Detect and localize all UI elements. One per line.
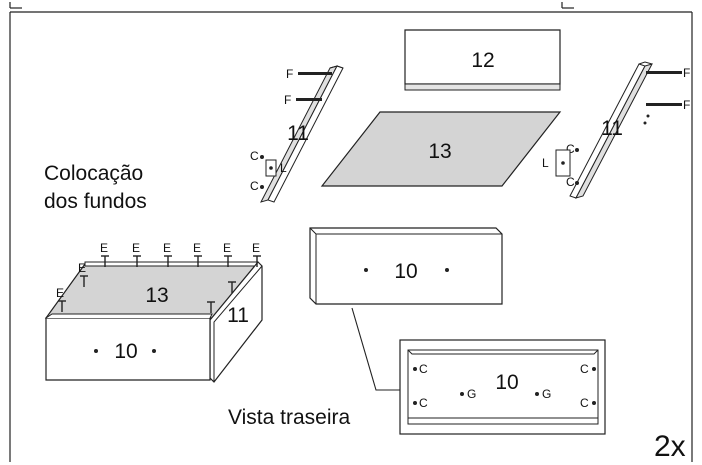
svg-text:E: E <box>193 241 201 255</box>
svg-text:C: C <box>566 142 575 156</box>
svg-text:E: E <box>100 241 108 255</box>
svg-text:E: E <box>78 261 86 275</box>
nail-e-1: E <box>100 241 109 267</box>
label-13-drawer: 13 <box>145 284 168 307</box>
rear-view: 10 C C C C G G <box>399 339 606 435</box>
caption-vista-traseira: Vista traseira <box>228 406 350 429</box>
dowel-f-right-2: F <box>646 98 690 112</box>
svg-text:G: G <box>542 387 551 401</box>
nail-e-5: E <box>223 241 232 267</box>
svg-text:C: C <box>580 362 589 376</box>
caption-fundos-2: dos fundos <box>44 190 147 213</box>
sheet-13: 13 <box>320 111 562 187</box>
caption-fundos-1: Colocação <box>44 162 143 185</box>
nail-e-3: E <box>163 241 172 267</box>
assembled-drawer: 13 11 10 E E E <box>44 241 263 383</box>
label-11-left: 11 <box>287 122 309 145</box>
nails-e: E E E E E E E <box>56 241 261 313</box>
svg-text:L: L <box>280 161 287 175</box>
nail-e-4: E <box>193 241 202 267</box>
svg-text:E: E <box>252 241 260 255</box>
nail-e-9 <box>228 281 236 293</box>
dowel-f-right-1: F <box>646 66 690 80</box>
frame <box>9 2 693 462</box>
nail-e-8: E <box>56 286 66 312</box>
svg-text:C: C <box>250 149 259 163</box>
svg-text:E: E <box>132 241 140 255</box>
panel-12: 12 <box>404 29 561 91</box>
label-12: 12 <box>471 49 494 72</box>
svg-text:E: E <box>223 241 231 255</box>
label-10-drawer: 10 <box>114 340 137 363</box>
svg-text:C: C <box>566 175 575 189</box>
svg-text:F: F <box>284 93 291 107</box>
svg-text:E: E <box>163 241 171 255</box>
svg-text:C: C <box>250 179 259 193</box>
svg-text:F: F <box>683 98 690 112</box>
svg-text:F: F <box>683 66 690 80</box>
svg-text:L: L <box>542 156 549 170</box>
label-10-rear: 10 <box>495 371 518 394</box>
nail-e-2: E <box>132 241 141 267</box>
svg-text:F: F <box>286 67 293 81</box>
nail-e-7: E <box>78 261 88 287</box>
svg-text:C: C <box>419 362 428 376</box>
svg-text:C: C <box>580 396 589 410</box>
side-panel-11-left: F F 11 C C L <box>250 65 344 203</box>
dowel-f-left-2: F <box>284 93 322 107</box>
svg-text:G: G <box>467 387 476 401</box>
panel-10-front: 10 <box>309 227 503 305</box>
svg-text:E: E <box>56 286 64 300</box>
side-panel-11-right: F F 11 C C L <box>542 61 690 199</box>
svg-text:C: C <box>419 396 428 410</box>
nail-e-10 <box>207 301 215 313</box>
label-13-top: 13 <box>428 140 451 163</box>
label-11-drawer: 11 <box>227 304 249 327</box>
label-10-front: 10 <box>394 260 417 283</box>
leader-line <box>351 307 404 391</box>
quantity-multiplier: 2x <box>654 430 686 463</box>
nail-e-6: E <box>252 241 261 267</box>
label-11-right: 11 <box>601 117 623 140</box>
dowel-f-left-1: F <box>286 67 332 81</box>
